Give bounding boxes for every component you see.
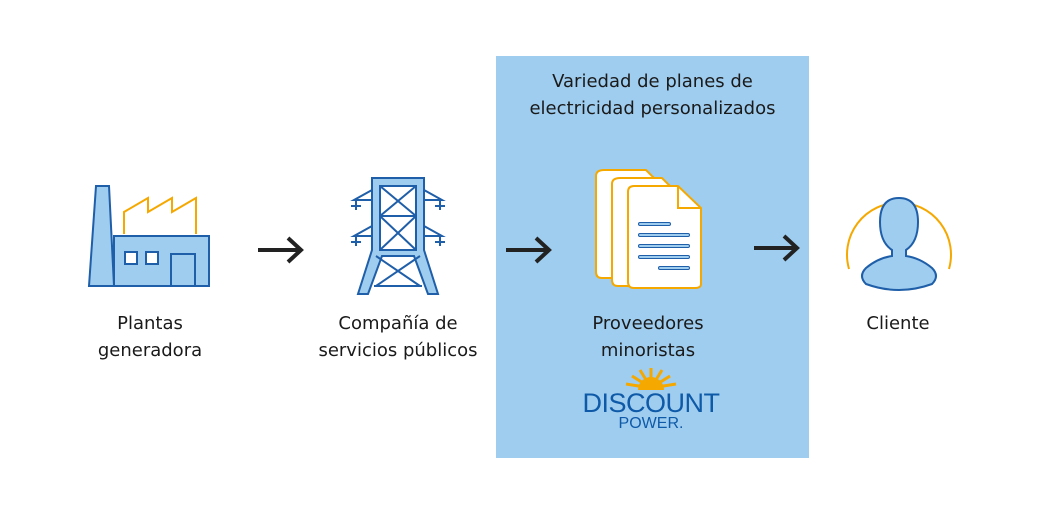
- factory-icon: [87, 185, 210, 287]
- power-tower-icon: [350, 177, 446, 295]
- documents-icon: [595, 169, 702, 289]
- arrow-icon: [754, 234, 800, 262]
- panel-title: Variedad de planes de electricidad perso…: [529, 71, 776, 119]
- user-icon: [846, 196, 952, 291]
- step-label-client: Cliente: [866, 313, 930, 334]
- arrow-icon: [258, 236, 304, 264]
- sun-icon: [625, 368, 677, 390]
- arrow-icon: [506, 236, 552, 264]
